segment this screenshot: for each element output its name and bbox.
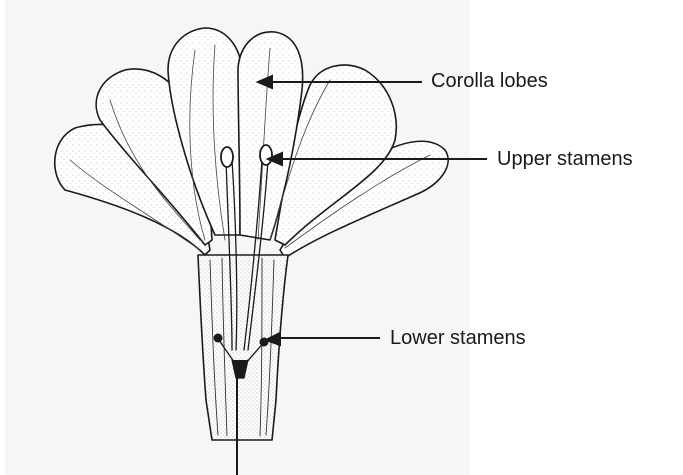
upper-stamens-label: Upper stamens xyxy=(497,149,633,169)
lower-stamens-label: Lower stamens xyxy=(390,328,526,348)
upper-left-anther xyxy=(221,147,233,167)
corolla-tube-shading xyxy=(198,255,288,440)
upper-right-anther xyxy=(260,145,272,165)
corolla-lobes-label: Corolla lobes xyxy=(431,71,548,91)
